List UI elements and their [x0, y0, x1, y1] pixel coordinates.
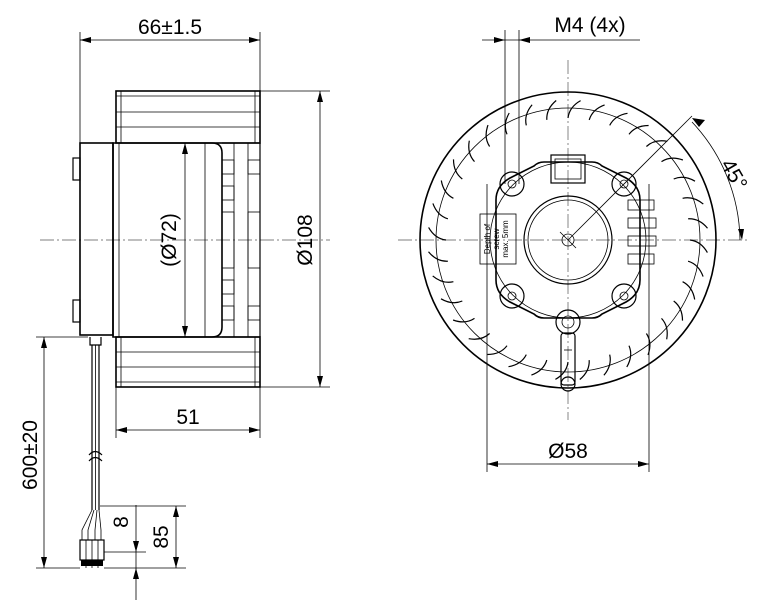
note-line-1: Depth of — [483, 223, 492, 254]
dim-lead-length-label: 85 — [150, 525, 173, 548]
impeller-blade — [689, 239, 708, 253]
impeller-blade — [645, 140, 668, 147]
dim-angle-label: 45° — [716, 155, 752, 194]
impeller-blade — [555, 361, 569, 380]
dim-strip-length: 8 — [104, 505, 146, 600]
impeller-blade — [485, 124, 491, 147]
cable-outlet — [555, 309, 581, 392]
impeller-blade — [440, 180, 454, 199]
impeller-blade — [588, 104, 605, 121]
dim-width-total-label: 66±1.5 — [138, 16, 202, 39]
impeller-blade — [428, 227, 447, 241]
impeller-top — [115, 90, 261, 144]
dim-cable-length-label: 600±20 — [19, 420, 42, 490]
note-line-3: max. 5mm — [501, 220, 510, 258]
impeller-blade — [428, 251, 448, 262]
impeller-blade — [487, 345, 508, 356]
impeller-blade — [468, 333, 491, 340]
dim-lead-length: 85 — [100, 505, 186, 569]
dim-impeller-width-label: 51 — [176, 406, 199, 429]
impeller-blade — [531, 359, 548, 376]
dim-width-total: 66±1.5 — [79, 16, 261, 143]
front-view: Depth of screw max. 5mm M4 (4x) — [398, 14, 752, 472]
motor-flange — [495, 161, 641, 319]
dim-cable-length: 600±20 — [19, 336, 88, 569]
impeller-blade — [603, 354, 611, 376]
impeller-blade — [688, 218, 708, 229]
screw-depth-label: Depth of screw max. 5mm — [479, 213, 517, 265]
impeller-vanes — [221, 142, 261, 338]
impeller-blade — [609, 112, 628, 126]
dim-bolt-circle: Ø58 — [486, 184, 650, 472]
impeller-blade — [432, 203, 449, 220]
impeller-blade — [661, 157, 684, 163]
impeller-blade — [682, 281, 696, 300]
impeller-blade — [673, 176, 696, 182]
impeller-blade — [504, 112, 510, 135]
note-line-2: screw — [492, 228, 501, 249]
hub — [523, 195, 613, 285]
impeller-blade — [628, 124, 649, 135]
impeller-blade — [579, 360, 590, 380]
housing-outer — [419, 91, 717, 389]
mounting-holes — [499, 171, 637, 309]
impeller-blade — [546, 100, 557, 120]
impeller-blade — [661, 317, 668, 340]
dim-inner-diameter: (Ø72) — [158, 143, 188, 337]
dim-angle: 45° — [567, 115, 752, 241]
impeller-blade — [626, 345, 632, 368]
impeller-blade — [468, 140, 475, 163]
impeller-blade — [567, 100, 581, 119]
impeller-blade — [673, 300, 684, 321]
impeller-blade — [440, 298, 463, 304]
dim-strip-length-label: 8 — [110, 516, 133, 528]
vent-slots — [627, 199, 657, 265]
impeller-blade — [508, 354, 527, 368]
impeller-blade — [432, 275, 454, 283]
dim-outer-diameter-label: Ø108 — [294, 214, 317, 265]
dim-impeller-width: 51 — [115, 387, 261, 438]
dim-inner-diameter-label: (Ø72) — [158, 213, 181, 267]
impeller-blade — [525, 104, 533, 126]
impeller-blade — [452, 159, 463, 180]
cable — [79, 337, 105, 568]
dim-outer-diameter: Ø108 — [260, 90, 330, 388]
impeller-bottom — [115, 336, 261, 388]
dim-thread: M4 (4x) — [482, 14, 640, 184]
dim-thread-label: M4 (4x) — [554, 14, 625, 37]
impeller-blade — [687, 260, 704, 277]
motor-end-cap — [79, 142, 114, 336]
impeller-blade — [452, 317, 475, 323]
side-view: 66±1.5 (Ø72) Ø108 51 — [19, 16, 330, 600]
dim-bolt-circle-label: Ø58 — [548, 440, 588, 463]
impeller-blade — [682, 197, 704, 205]
